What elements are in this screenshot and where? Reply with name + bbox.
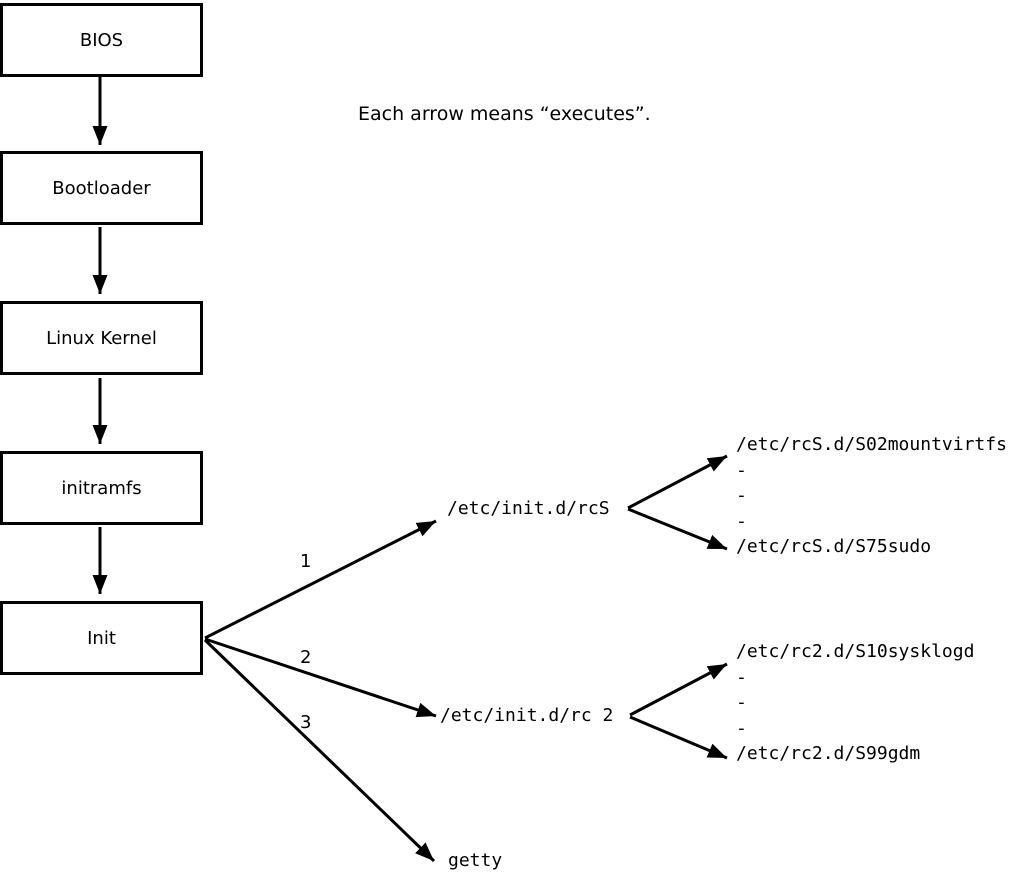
list-item: -	[736, 459, 747, 481]
list-item: /etc/rc2.d/S99gdm	[736, 743, 921, 765]
edge-label-2: 2	[300, 647, 312, 668]
box-linux-kernel: Linux Kernel	[0, 301, 203, 375]
box-init-label: Init	[87, 627, 116, 649]
box-linux-kernel-label: Linux Kernel	[46, 327, 157, 349]
arrow-init-to-getty	[203, 638, 436, 863]
arrow-rcs-to-s02mountvirtfs	[627, 454, 728, 510]
edge-label-3: 3	[300, 712, 312, 733]
arrow-init-to-rc2	[204, 637, 437, 718]
box-init: Init	[0, 601, 203, 675]
arrow-rcs-to-s75sudo	[627, 507, 728, 551]
node-getty: getty	[448, 850, 503, 871]
list-item: -	[736, 666, 747, 688]
note-text: Each arrow means “executes”.	[358, 103, 651, 125]
box-bootloader: Bootloader	[0, 151, 203, 225]
rc2-script-list: /etc/rc2.d/S10sysklogd - - - /etc/rc2.d/…	[736, 639, 974, 767]
arrow-init-to-rcs	[204, 519, 437, 640]
box-initramfs-label: initramfs	[61, 477, 142, 499]
box-bios-label: BIOS	[79, 29, 124, 51]
list-item: /etc/rcS.d/S75sudo	[736, 536, 932, 558]
list-item: -	[736, 692, 747, 714]
list-item: /etc/rc2.d/S10sysklogd	[736, 641, 975, 662]
node-etc-init-d-rc2: /etc/init.d/rc 2	[440, 705, 614, 726]
list-item: /etc/rcS.d/S02mountvirtfs	[736, 434, 1007, 455]
arrow-rc2-to-s10sysklogd	[629, 662, 728, 717]
box-bios: BIOS	[0, 3, 203, 77]
box-initramfs: initramfs	[0, 451, 203, 525]
edge-label-1: 1	[300, 551, 312, 572]
list-item: -	[736, 485, 747, 507]
node-etc-init-d-rcs: /etc/init.d/rcS	[447, 498, 610, 519]
arrow-rc2-to-s99gdm	[629, 715, 728, 760]
rcs-script-list: /etc/rcS.d/S02mountvirtfs - - - /etc/rcS…	[736, 432, 1007, 560]
box-bootloader-label: Bootloader	[52, 177, 151, 199]
list-item: -	[736, 510, 747, 532]
list-item: -	[736, 717, 747, 739]
